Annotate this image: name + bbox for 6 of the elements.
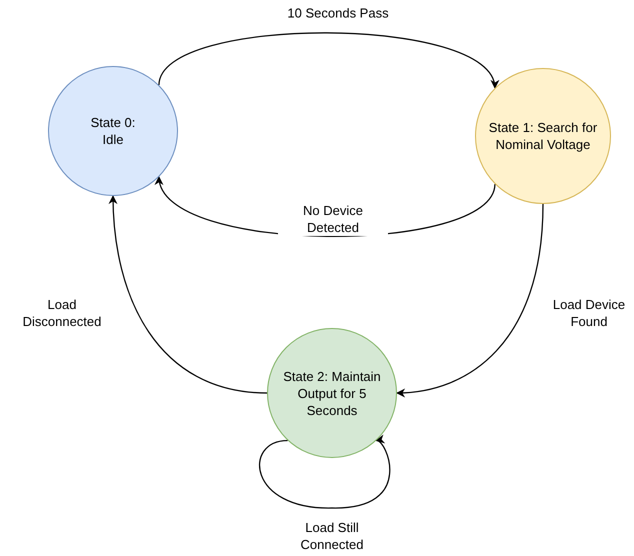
transition-arrow [158,32,496,89]
transition-arrow [396,204,544,397]
state-label: State 1: Search for Nominal Voltage [488,119,598,153]
state-label: State 2: Maintain Output for 5 Seconds [282,368,382,418]
state-label: State 0: Idle [90,114,136,148]
transition-arrow [108,195,268,394]
